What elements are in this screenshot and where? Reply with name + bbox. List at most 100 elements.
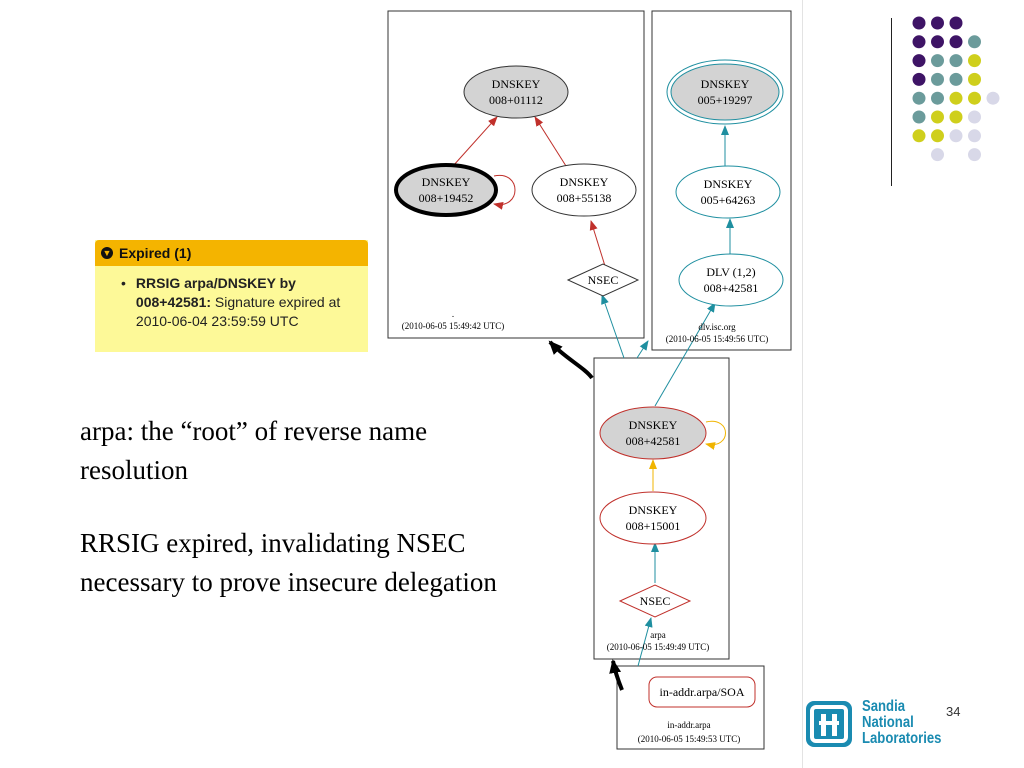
decor-dot — [968, 72, 981, 86]
decor-dot — [912, 129, 926, 143]
node-root-ksk-left: DNSKEY 008+19452 — [394, 163, 498, 217]
svg-text:008+15001: 008+15001 — [626, 519, 681, 533]
decor-dot — [912, 72, 926, 86]
chevron-down-icon: ▼ — [101, 247, 113, 259]
zone-timestamp-inaddr: (2010-06-05 15:49:53 UTC) — [638, 734, 741, 744]
decor-dot — [912, 110, 926, 124]
svg-text:008+42581: 008+42581 — [626, 434, 681, 448]
decor-dot — [968, 35, 981, 49]
zone-label-arpa: arpa — [650, 630, 666, 640]
decor-dot — [931, 16, 944, 30]
edge-arpa-self-loop — [705, 420, 726, 450]
edge-root-zsk-right — [534, 116, 567, 167]
node-dlv-zsk: DNSKEY 005+64263 — [675, 165, 781, 219]
decor-dot — [968, 54, 981, 68]
decor-vertical-line — [891, 18, 892, 186]
decor-dot — [931, 54, 944, 68]
svg-text:008+19452: 008+19452 — [419, 191, 474, 205]
decor-dot — [968, 91, 981, 105]
node-arpa-ksk: DNSKEY 008+42581 — [599, 406, 707, 460]
edge-arpa-ksk-to-dlv — [654, 302, 716, 407]
decor-dot — [949, 129, 963, 143]
logo-line-3: Laboratories — [862, 730, 942, 747]
logo-line-1: Sandia — [862, 698, 906, 715]
zone-label-dlv: dlv.isc.org — [698, 322, 736, 332]
expired-item-record: RRSIG arpa/DNSKEY by 008+42581: — [135, 275, 296, 310]
zone-label-root: . — [452, 309, 454, 319]
zone-timestamp-arpa: (2010-06-05 15:49:49 UTC) — [607, 642, 710, 652]
decor-dot — [949, 91, 963, 105]
expired-item-detail: Signature expired at 2010-06-04 23:59:59… — [135, 294, 341, 329]
svg-text:005+64263: 005+64263 — [701, 193, 756, 207]
decor-dot — [931, 35, 944, 49]
decor-dot — [968, 148, 981, 162]
expired-item: • RRSIG arpa/DNSKEY by 008+42581: Signat… — [95, 266, 368, 331]
svg-text:005+19297: 005+19297 — [698, 93, 753, 107]
zone-timestamp-dlv: (2010-06-05 15:49:56 UTC) — [666, 334, 769, 344]
node-arpa-zsk: DNSKEY 008+15001 — [599, 491, 707, 545]
decor-dot — [912, 91, 926, 105]
right-divider-line — [802, 0, 803, 768]
decor-dot — [949, 54, 963, 68]
decor-dot — [949, 35, 963, 49]
sandia-logo: Sandia National Laboratories — [806, 697, 941, 753]
svg-text:DNSKEY: DNSKEY — [629, 503, 678, 517]
node-root-zsk-right: DNSKEY 008+55138 — [531, 163, 637, 217]
decor-dot — [949, 16, 963, 30]
svg-text:008+55138: 008+55138 — [557, 191, 612, 205]
node-root-nsec: NSEC — [566, 263, 640, 297]
decor-dot — [931, 110, 944, 124]
edge-arpa-delegation — [548, 340, 594, 380]
decor-dot — [912, 16, 926, 30]
edge-root-ksk-left — [452, 116, 498, 167]
node-inaddr-soa: in-addr.arpa/SOA — [648, 676, 756, 708]
node-dlv-record: DLV (1,2) 008+42581 — [678, 253, 784, 307]
edge-root-self-loop — [493, 174, 516, 210]
decor-dot — [968, 110, 981, 124]
svg-text:NSEC: NSEC — [640, 594, 671, 608]
svg-text:in-addr.arpa/SOA: in-addr.arpa/SOA — [660, 685, 745, 699]
svg-text:DNSKEY: DNSKEY — [422, 175, 471, 189]
svg-text:NSEC: NSEC — [588, 273, 619, 287]
slide-paragraph-2: RRSIG expired, invalidating NSEC necessa… — [80, 528, 497, 597]
expired-panel-title: Expired (1) — [119, 245, 192, 261]
node-arpa-nsec: NSEC — [618, 584, 692, 618]
bullet-icon: • — [121, 275, 126, 291]
edge-arpa-to-root-nsec — [601, 294, 625, 359]
svg-text:DNSKEY: DNSKEY — [704, 177, 753, 191]
decor-dot — [912, 54, 926, 68]
svg-text:008+01112: 008+01112 — [489, 93, 543, 107]
decor-dot — [949, 72, 963, 86]
page-number: 34 — [946, 704, 961, 719]
zone-label-inaddr: in-addr.arpa — [667, 720, 710, 730]
expired-item-text: RRSIG arpa/DNSKEY by 008+42581: Signatur… — [136, 274, 358, 331]
slide-body-text: arpa: the “root” of reverse name resolut… — [80, 412, 540, 636]
decor-dot — [986, 91, 1000, 105]
svg-text:DNSKEY: DNSKEY — [629, 418, 678, 432]
decor-dot — [931, 129, 944, 143]
expired-panel: ▼ Expired (1) • RRSIG arpa/DNSKEY by 008… — [95, 240, 368, 352]
decor-dot — [931, 148, 944, 162]
svg-text:008+42581: 008+42581 — [704, 281, 759, 295]
node-root-ksk-top: DNSKEY 008+01112 — [463, 65, 569, 119]
decor-dot — [931, 91, 944, 105]
edge-arpa-to-root-zone — [636, 340, 649, 359]
decor-dot — [912, 35, 926, 49]
node-dlv-ksk-top: DNSKEY 005+19297 — [666, 59, 784, 125]
sandia-logo-text: Sandia National Laboratories — [862, 699, 941, 747]
sandia-logo-icon — [806, 701, 852, 747]
svg-text:DNSKEY: DNSKEY — [560, 175, 609, 189]
expired-panel-header[interactable]: ▼ Expired (1) — [95, 240, 368, 266]
edge-inaddr-delegation — [609, 659, 624, 691]
edge-inaddr-to-nsec — [637, 617, 653, 667]
zone-timestamp-root: (2010-06-05 15:49:42 UTC) — [402, 321, 505, 331]
svg-text:DNSKEY: DNSKEY — [492, 77, 541, 91]
decor-dot — [968, 129, 981, 143]
logo-line-2: National — [862, 714, 914, 731]
edge-root-nsec — [589, 220, 606, 267]
decor-dot — [931, 72, 944, 86]
svg-text:DNSKEY: DNSKEY — [701, 77, 750, 91]
svg-text:DLV (1,2): DLV (1,2) — [706, 265, 755, 279]
